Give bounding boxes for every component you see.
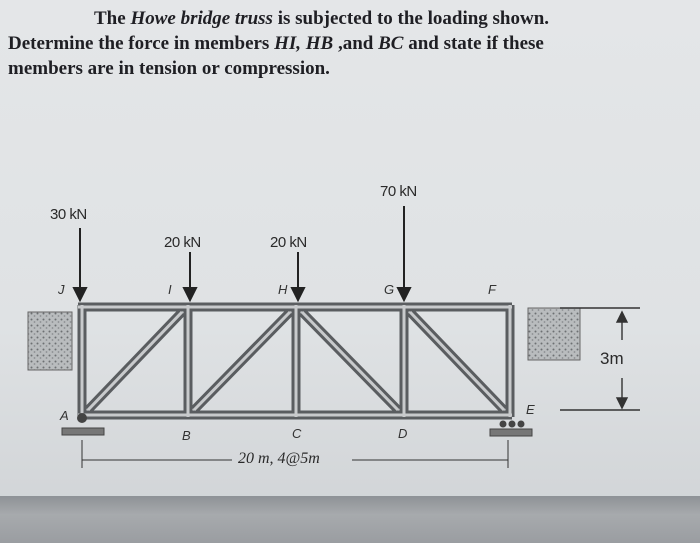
- node-label-h: H: [278, 282, 288, 297]
- node-label-e: E: [526, 402, 535, 417]
- problem-text-italic: Howe bridge truss: [130, 8, 273, 29]
- truss-highlights: [78, 305, 512, 417]
- problem-text: The: [94, 8, 131, 29]
- load-arrowhead-g: [396, 287, 412, 303]
- node-label-d: D: [398, 426, 408, 441]
- load-label-j: 30 kN: [50, 206, 87, 223]
- node-label-i: I: [168, 282, 172, 297]
- left-abutment: [27, 311, 73, 371]
- problem-text: Determine the force in members: [8, 33, 275, 54]
- problem-text: ,and: [333, 33, 379, 54]
- load-arrowhead-i: [182, 287, 198, 303]
- load-arrowhead-j: [72, 287, 88, 303]
- problem-text: and state if these: [403, 33, 544, 54]
- load-label-i: 20 kN: [164, 234, 201, 251]
- photo-bottom-edge: [0, 496, 700, 543]
- problem-statement: The Howe bridge truss is subjected to th…: [8, 6, 658, 81]
- node-label-g: G: [384, 282, 395, 297]
- load-label-h: 20 kN: [270, 234, 307, 251]
- pin-support-a: [61, 413, 105, 436]
- height-dimension: [560, 307, 640, 411]
- problem-text: members are in tension or compression.: [8, 58, 330, 79]
- problem-members-italic: HI, HB: [274, 33, 334, 54]
- node-label-j: J: [58, 282, 65, 297]
- problem-member-bc: BC: [378, 33, 404, 54]
- load-label-g: 70 kN: [380, 183, 417, 200]
- node-label-a: A: [60, 408, 69, 423]
- load-arrowhead-h: [290, 287, 306, 303]
- span-dimension: [81, 440, 509, 468]
- span-dimension-label: 20 m, 4@5m: [238, 450, 320, 467]
- problem-line-2: Determine the force in members HI, HB ,a…: [8, 31, 658, 56]
- roller-support-e: [489, 420, 533, 437]
- node-label-b: B: [182, 428, 191, 443]
- problem-line-1: The Howe bridge truss is subjected to th…: [8, 6, 658, 31]
- right-abutment: [527, 307, 581, 361]
- node-label-f: F: [488, 282, 496, 297]
- height-dimension-label: 3m: [600, 349, 624, 368]
- node-label-c: C: [292, 426, 302, 441]
- problem-text: is subjected to the loading shown.: [272, 8, 550, 29]
- load-arrows: [72, 206, 412, 303]
- problem-line-3: members are in tension or compression.: [8, 56, 658, 81]
